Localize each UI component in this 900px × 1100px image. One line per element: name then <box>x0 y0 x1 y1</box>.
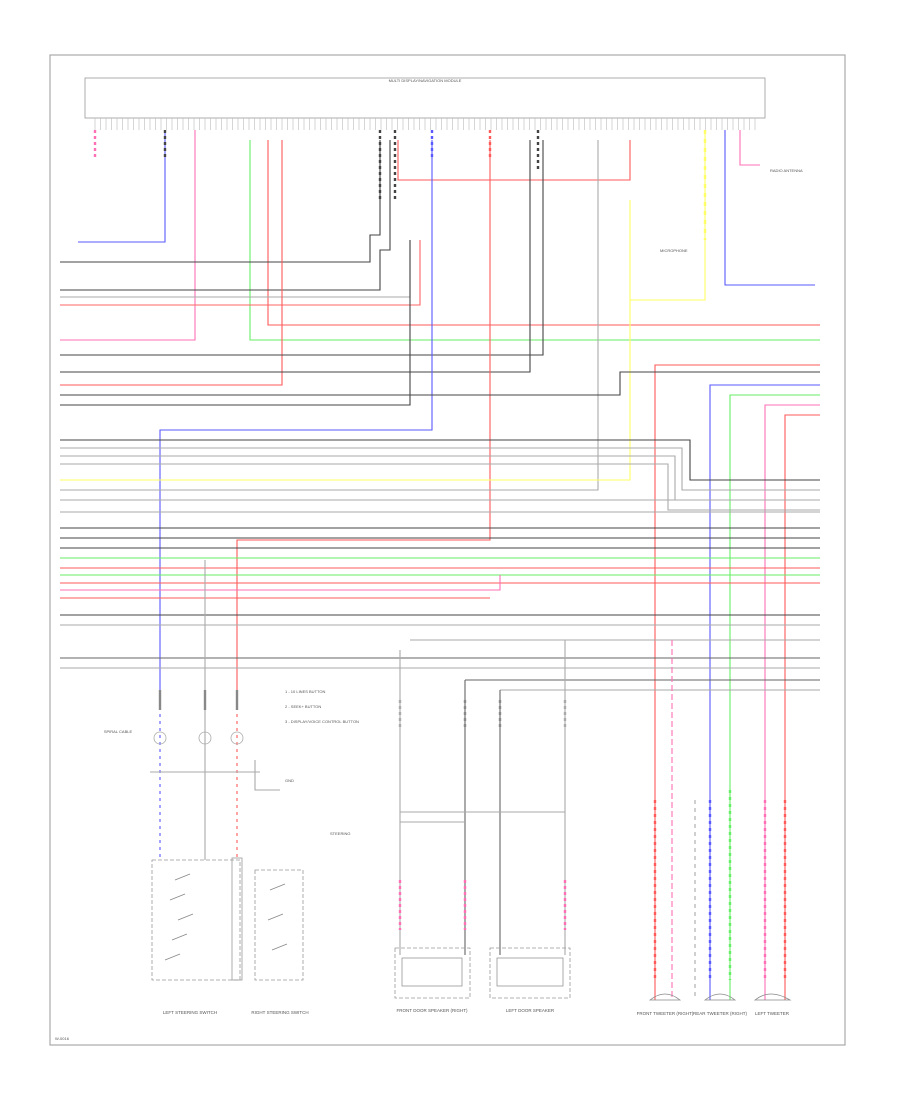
wire-black-f <box>60 140 531 373</box>
wire-black-a <box>60 140 381 263</box>
wire-black-g <box>60 240 411 406</box>
wire-gray-c <box>60 240 411 298</box>
wire-red-long <box>267 140 820 326</box>
speaker-1-inner <box>401 957 463 987</box>
connector-markers <box>93 130 787 980</box>
wire-green-long <box>249 140 820 341</box>
ground-label: GND <box>285 778 294 783</box>
spiral-cable-icon <box>153 731 244 745</box>
tweeter-2-label: REAR TWEETER (RIGHT) <box>693 1011 747 1016</box>
wire-gray-m2 <box>60 447 820 491</box>
spiral-cable-label: SPIRAL CABLE <box>104 729 133 734</box>
wire-red-mid <box>397 140 631 181</box>
wire-red-c <box>60 240 421 306</box>
wire-red-i <box>236 140 491 700</box>
speaker-2-label: LEFT DOOR SPEAKER <box>506 1008 555 1013</box>
wire-gray-m3 <box>60 455 820 501</box>
wire-pink-top <box>60 130 196 341</box>
module-box <box>84 77 766 119</box>
legend-line-3: 3 - DISPLAY/VOICE CONTROL BUTTON <box>285 719 359 724</box>
antenna-label: RADIO ANTENNA <box>770 168 803 173</box>
wire-gray-m4 <box>60 463 820 511</box>
wire-pink-r5 <box>764 404 820 1000</box>
wire-red-d <box>60 140 283 386</box>
footer-code: W-0016 <box>55 1036 70 1041</box>
module-title: MULTI DISPLAY/NAVIGATION MODULE <box>389 78 462 83</box>
wire-red-r1 <box>654 364 820 1000</box>
steering-label: STEERING <box>330 831 350 836</box>
wire-pink-l6 <box>60 575 501 591</box>
tweeter-3-label: LEFT TWEETER <box>755 1011 790 1016</box>
speaker-1-label: FRONT DOOR SPEAKER (RIGHT) <box>397 1008 468 1013</box>
wire-blue-right <box>724 130 815 286</box>
mic-label: MICROPHONE <box>660 248 688 253</box>
wire-gray-j <box>60 140 599 491</box>
tweeter-1-label: FRONT TWEETER (RIGHT) <box>637 1011 694 1016</box>
wire-yellow-right <box>630 130 706 301</box>
right-steering-switch-label: RIGHT STEERING SWITCH <box>251 1010 308 1015</box>
switch-contacts <box>164 873 288 961</box>
legend-line-1: 1 - 10 LINES BUTTON <box>285 689 325 694</box>
wire-black-m1 <box>60 439 820 481</box>
speaker-2-box <box>489 947 571 999</box>
wire-pink-right <box>739 130 760 166</box>
wire-yellow-k <box>60 200 631 481</box>
legend-line-2: 2 - SEEK+ BUTTON <box>285 704 321 709</box>
wire-steer-ground <box>254 760 280 791</box>
wire-red-r6 <box>784 414 820 1000</box>
wire-blue-top <box>78 130 166 243</box>
speaker-2-inner <box>496 957 564 987</box>
speaker-1-box <box>394 947 471 999</box>
wire-black-r2 <box>60 371 820 396</box>
diagram-frame <box>49 54 846 1046</box>
wire-blue-h <box>159 140 433 700</box>
steering-connector <box>231 857 243 981</box>
left-steering-switch-box <box>151 859 241 981</box>
module-pins <box>94 118 756 130</box>
right-steering-switch-box <box>254 869 304 981</box>
tweeter-icons <box>648 993 792 1001</box>
wire-blue-r3 <box>709 384 820 1000</box>
wire-green-r4 <box>729 394 820 1000</box>
left-steering-switch-label: LEFT STEERING SWITCH <box>163 1010 217 1015</box>
wire-black-b <box>60 140 391 291</box>
wire-black-e <box>60 140 544 356</box>
wires <box>60 130 820 1000</box>
